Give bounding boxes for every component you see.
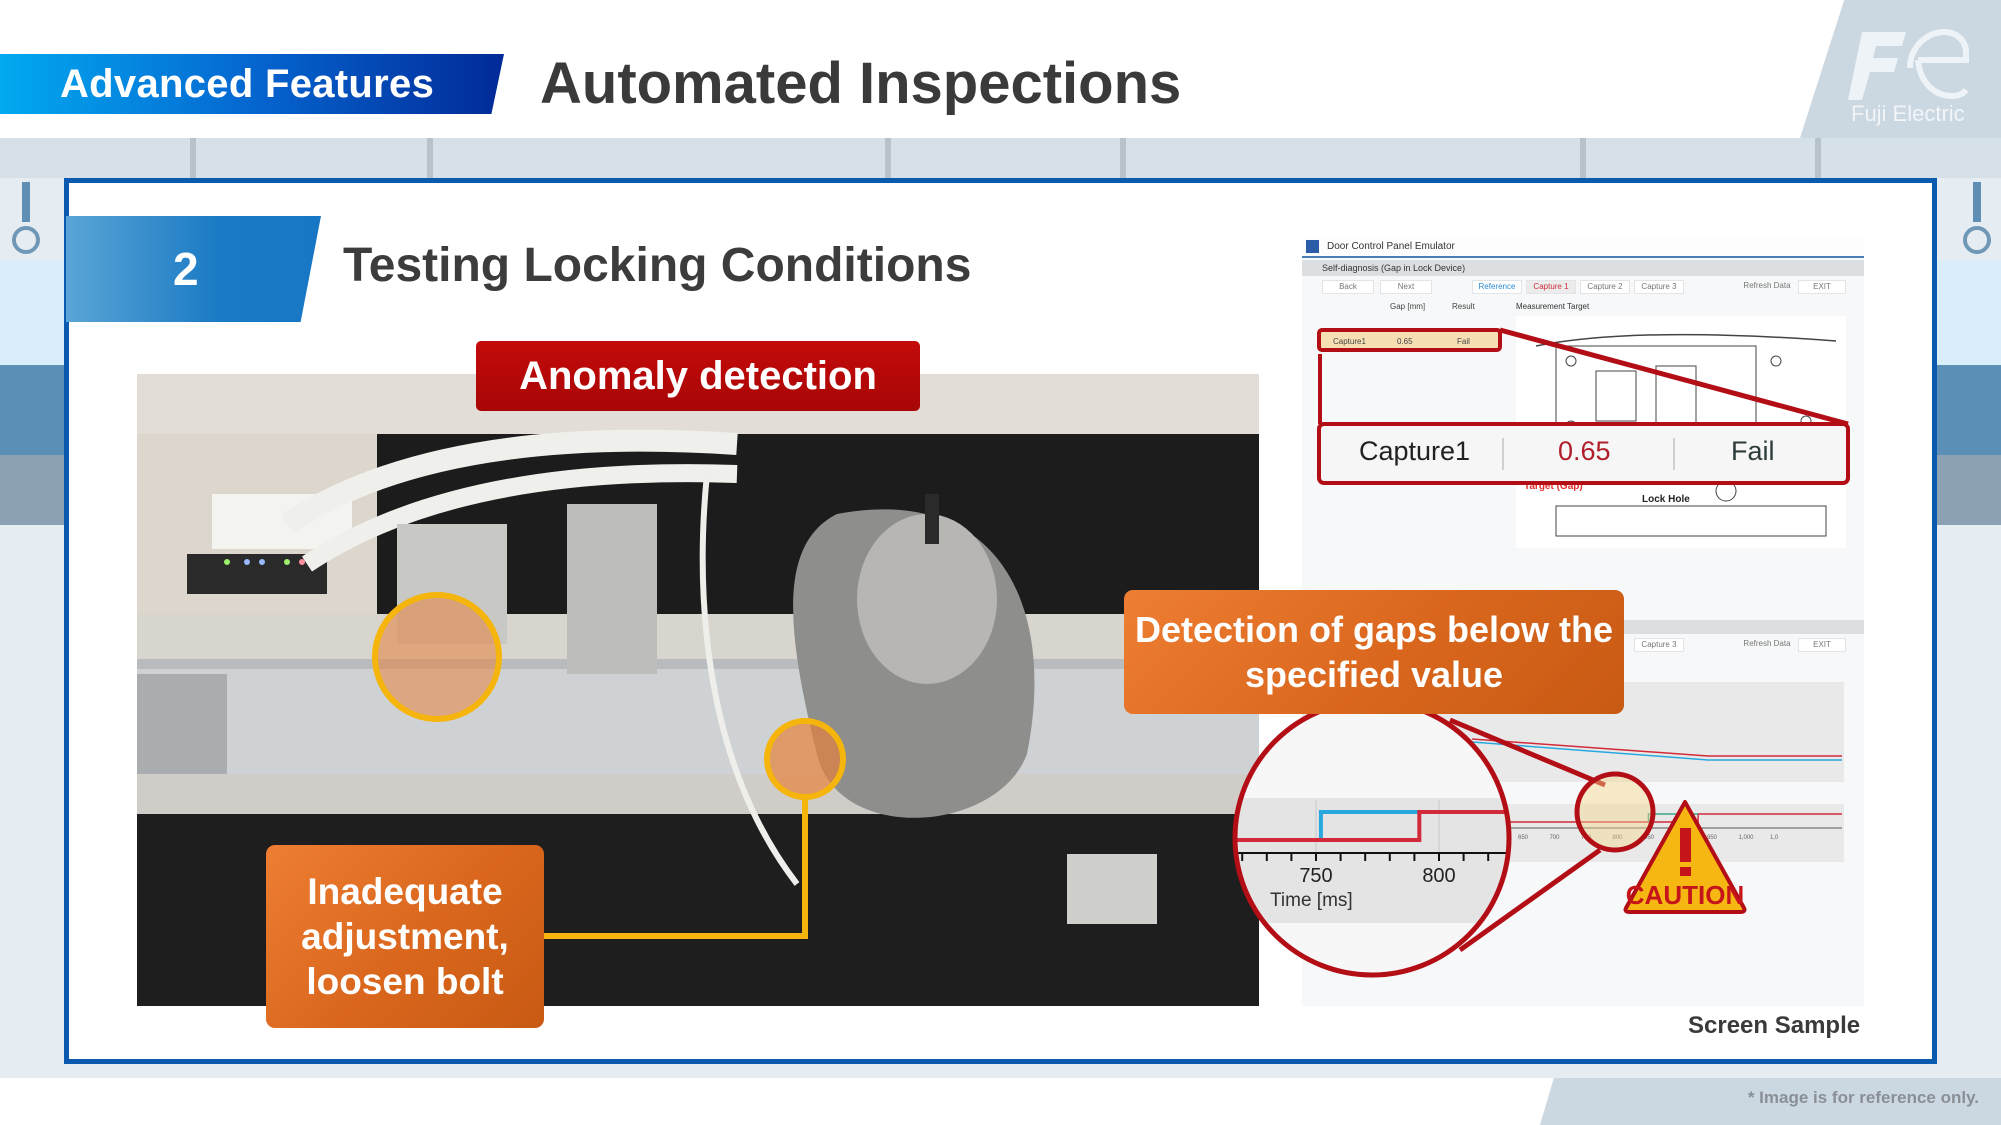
background-floor-left bbox=[0, 455, 66, 525]
zoomed-gap: 0.65 bbox=[1558, 436, 1611, 466]
emulator-subtitle: Self-diagnosis (Gap in Lock Device) bbox=[1302, 260, 1864, 276]
target-gap-label: Target (Gap) bbox=[1524, 481, 1583, 492]
page-title: Automated Inspections bbox=[540, 51, 1182, 116]
hand-strap-ring-icon bbox=[1963, 226, 1991, 254]
tick-label: 650 bbox=[1518, 835, 1529, 841]
caution-text: CAUTION bbox=[1626, 880, 1744, 910]
background-pillar bbox=[190, 138, 196, 178]
refresh-data-button[interactable]: Refresh Data bbox=[1743, 281, 1791, 290]
row-name: Capture1 bbox=[1333, 337, 1366, 346]
reference-note: * Image is for reference only. bbox=[1747, 1088, 1979, 1107]
refresh-data-button-2[interactable]: Refresh Data bbox=[1743, 639, 1791, 648]
app-icon bbox=[1306, 239, 1319, 253]
hand-strap-icon bbox=[22, 182, 30, 222]
capture3-toggle-2[interactable]: Capture 3 bbox=[1634, 638, 1684, 652]
lock-hole-label: Lock Hole bbox=[1642, 494, 1690, 505]
exit-button-2[interactable]: EXIT bbox=[1798, 638, 1846, 652]
back-button[interactable]: Back bbox=[1322, 280, 1374, 294]
background-seat-left bbox=[0, 365, 66, 455]
tick-label: 750 bbox=[1581, 835, 1592, 841]
emulator-title: Door Control Panel Emulator bbox=[1327, 240, 1455, 252]
row-result: Fail bbox=[1457, 337, 1470, 346]
screen-sample-caption: Screen Sample bbox=[1688, 1012, 1861, 1039]
reference-trend-line bbox=[1471, 741, 1842, 761]
divider bbox=[1673, 438, 1675, 470]
anomaly-detection-label: Anomaly detection bbox=[476, 341, 920, 411]
divider bbox=[1502, 438, 1504, 470]
background-floor-right bbox=[1935, 455, 2001, 525]
zoomed-name: Capture1 bbox=[1359, 436, 1471, 466]
background-pillar bbox=[427, 138, 433, 178]
hand-strap-icon bbox=[1973, 182, 1981, 222]
capture3-toggle[interactable]: Capture 3 bbox=[1634, 280, 1684, 294]
zoomed-result-row: Capture1 0.65 Fail bbox=[1317, 422, 1850, 485]
capture1-trend-line bbox=[1471, 738, 1842, 757]
row-gap: 0.65 bbox=[1397, 337, 1413, 346]
tick-label: 950 bbox=[1707, 835, 1718, 841]
loose-bolt-callout: Inadequate adjustment, loosen bolt bbox=[266, 845, 544, 1028]
tick-label: 700 bbox=[1550, 835, 1561, 841]
zoomed-result: Fail bbox=[1731, 436, 1775, 466]
tick-label: 1,0 bbox=[1770, 835, 1779, 841]
footer-accent bbox=[1540, 1078, 2001, 1125]
background-pillar bbox=[1580, 138, 1586, 178]
result-column-header: Result bbox=[1452, 302, 1475, 311]
next-button[interactable]: Next bbox=[1380, 280, 1432, 294]
capture1-step-line bbox=[1302, 813, 1842, 823]
gap-detection-callout: Detection of gaps below the specified va… bbox=[1124, 590, 1624, 714]
caution-sign-icon: CAUTION bbox=[1623, 800, 1747, 914]
section-tag: Advanced Features bbox=[0, 54, 504, 114]
background-pillar bbox=[1815, 138, 1821, 178]
hand-strap-ring-icon bbox=[12, 226, 40, 254]
emulator-toolbar-2: Capture 3 Refresh Data EXIT bbox=[1302, 638, 1864, 654]
capture1-table-row[interactable]: Capture1 0.65 Fail bbox=[1317, 328, 1502, 352]
section-title: Testing Locking Conditions bbox=[343, 239, 972, 292]
gap-column-header: Gap [mm] bbox=[1390, 302, 1426, 311]
section-number-badge: 2 bbox=[66, 216, 321, 322]
exit-button[interactable]: EXIT bbox=[1798, 280, 1846, 294]
background-pillar bbox=[885, 138, 891, 178]
emulator-toolbar: Back Next Reference Capture 1 Capture 2 … bbox=[1302, 280, 1864, 296]
background-window-right bbox=[1935, 260, 2001, 370]
measurement-target-label: Measurement Target bbox=[1516, 302, 1590, 311]
capture1-toggle[interactable]: Capture 1 bbox=[1526, 280, 1576, 294]
background-pillar bbox=[1120, 138, 1126, 178]
background-ceiling bbox=[0, 138, 2001, 178]
capture2-toggle[interactable]: Capture 2 bbox=[1580, 280, 1630, 294]
reference-toggle[interactable]: Reference bbox=[1472, 280, 1522, 294]
brand-name: Fuji Electric bbox=[1851, 101, 1965, 126]
fuji-electric-logo-icon bbox=[1848, 28, 1969, 100]
tick-label: 1,000 bbox=[1739, 835, 1755, 841]
emulator-titlebar: Door Control Panel Emulator bbox=[1302, 236, 1864, 258]
background-seat-right bbox=[1935, 365, 2001, 455]
